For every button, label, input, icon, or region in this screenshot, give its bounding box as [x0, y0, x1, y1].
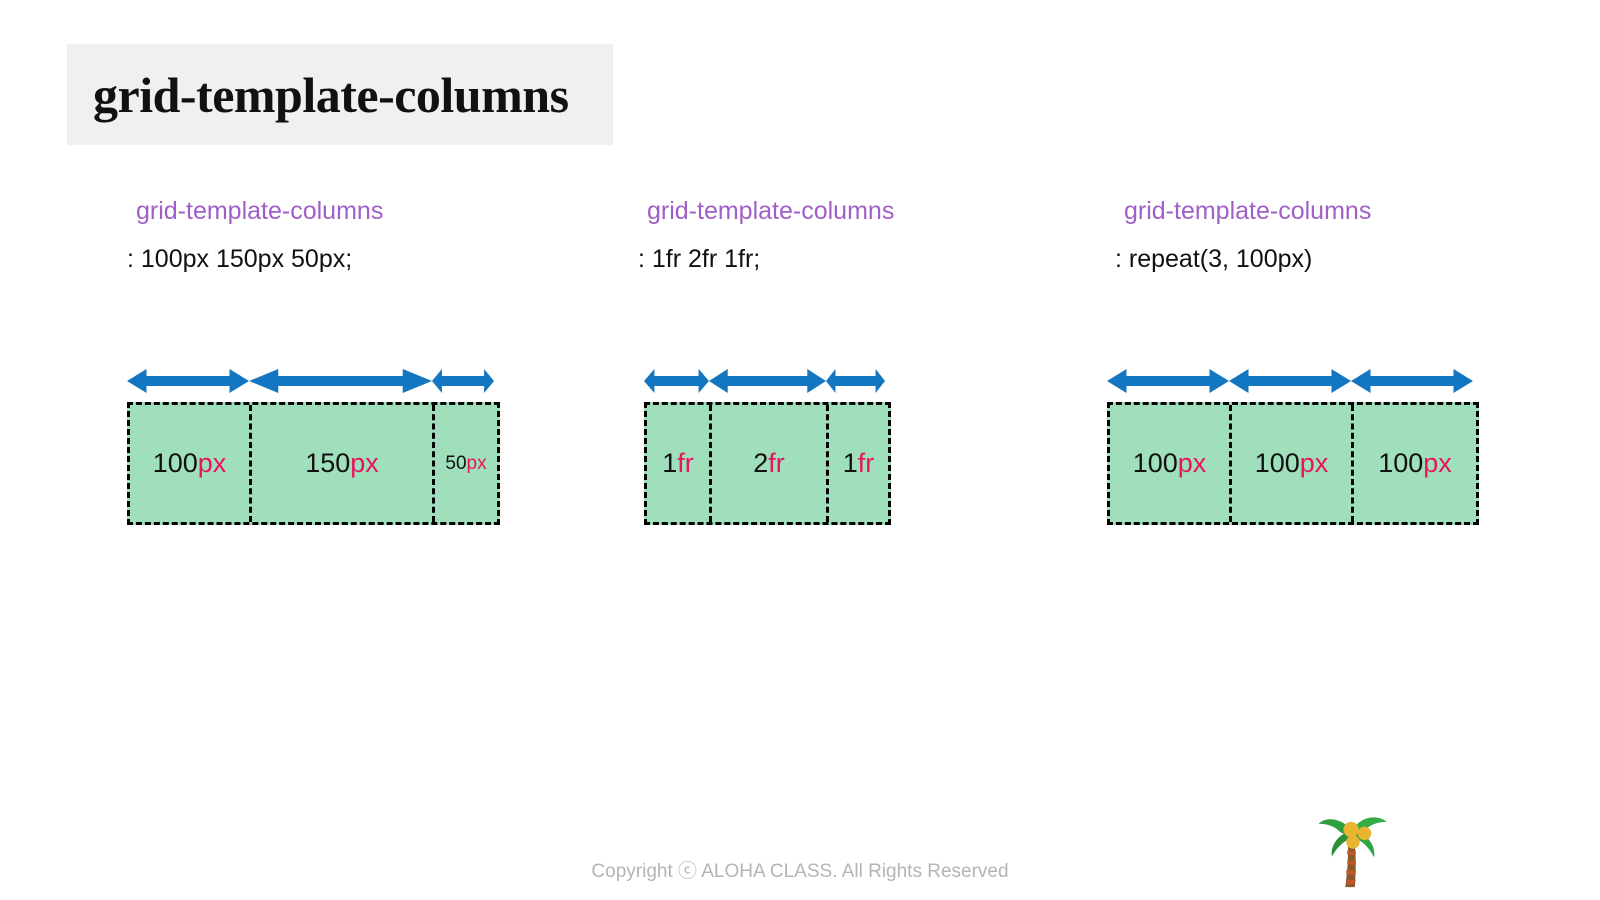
property-name-1: grid-template-columns	[136, 197, 384, 225]
cell-number: 150	[305, 448, 351, 478]
cell-unit: fr	[677, 448, 694, 478]
page-title: grid-template-columns	[93, 66, 569, 123]
double-arrow-icon	[826, 369, 885, 393]
arrow-row-2	[644, 360, 891, 402]
cell-number: 1	[662, 448, 678, 478]
palm-tree-icon	[1318, 817, 1387, 888]
double-arrow-icon	[249, 369, 432, 393]
double-arrow-icon	[1229, 369, 1351, 393]
property-value-3: : repeat(3, 100px)	[1115, 245, 1313, 274]
cell-number: 100	[152, 448, 198, 478]
double-arrow-icon	[432, 369, 494, 393]
arrow-row-3	[1107, 360, 1479, 402]
cell-number: 100	[1378, 448, 1424, 478]
arrow-row-1	[127, 360, 500, 402]
double-arrow-icon	[127, 369, 249, 393]
cell-number: 1	[842, 448, 858, 478]
example-block-1: grid-template-columns : 100px 150px 50px…	[127, 196, 383, 276]
arrow-cell	[1229, 366, 1351, 396]
property-name-3: grid-template-columns	[1124, 197, 1372, 225]
arrow-cell	[644, 366, 709, 396]
cell-unit: px	[1423, 448, 1452, 478]
cell-unit: fr	[768, 448, 785, 478]
example-block-2: grid-template-columns : 1fr 2fr 1fr;	[638, 196, 894, 276]
cell-number: 50	[445, 452, 467, 474]
arrow-cell	[432, 366, 494, 396]
double-arrow-icon	[1351, 369, 1473, 393]
cell-unit: px	[197, 448, 227, 478]
arrow-cell	[127, 366, 249, 396]
double-arrow-icon	[1107, 369, 1229, 393]
property-name-2: grid-template-columns	[647, 197, 895, 225]
slide-title-box: grid-template-columns	[67, 44, 613, 145]
arrow-cell	[1351, 366, 1473, 396]
cell-unit: px	[1299, 448, 1329, 478]
footer-copyright: Copyright ⓒ ALOHA CLASS. All Rights Rese…	[591, 861, 1009, 882]
cell-number: 2	[753, 448, 769, 478]
arrow-cell	[826, 366, 885, 396]
property-value-2: : 1fr 2fr 1fr;	[638, 245, 761, 274]
example-block-3: grid-template-columns : repeat(3, 100px)	[1115, 196, 1371, 276]
arrow-cell	[1107, 366, 1229, 396]
double-arrow-icon	[709, 369, 826, 393]
cell-unit: px	[350, 448, 379, 478]
property-value-1: : 100px 150px 50px;	[127, 245, 353, 274]
cell-number: 100	[1254, 448, 1300, 478]
cell-unit: fr	[857, 448, 875, 478]
arrow-cell	[249, 366, 432, 396]
double-arrow-icon	[644, 369, 709, 393]
cell-unit: px	[1177, 448, 1207, 478]
cell-unit: px	[466, 452, 487, 474]
cell-number: 100	[1132, 448, 1178, 478]
arrow-cell	[709, 366, 826, 396]
